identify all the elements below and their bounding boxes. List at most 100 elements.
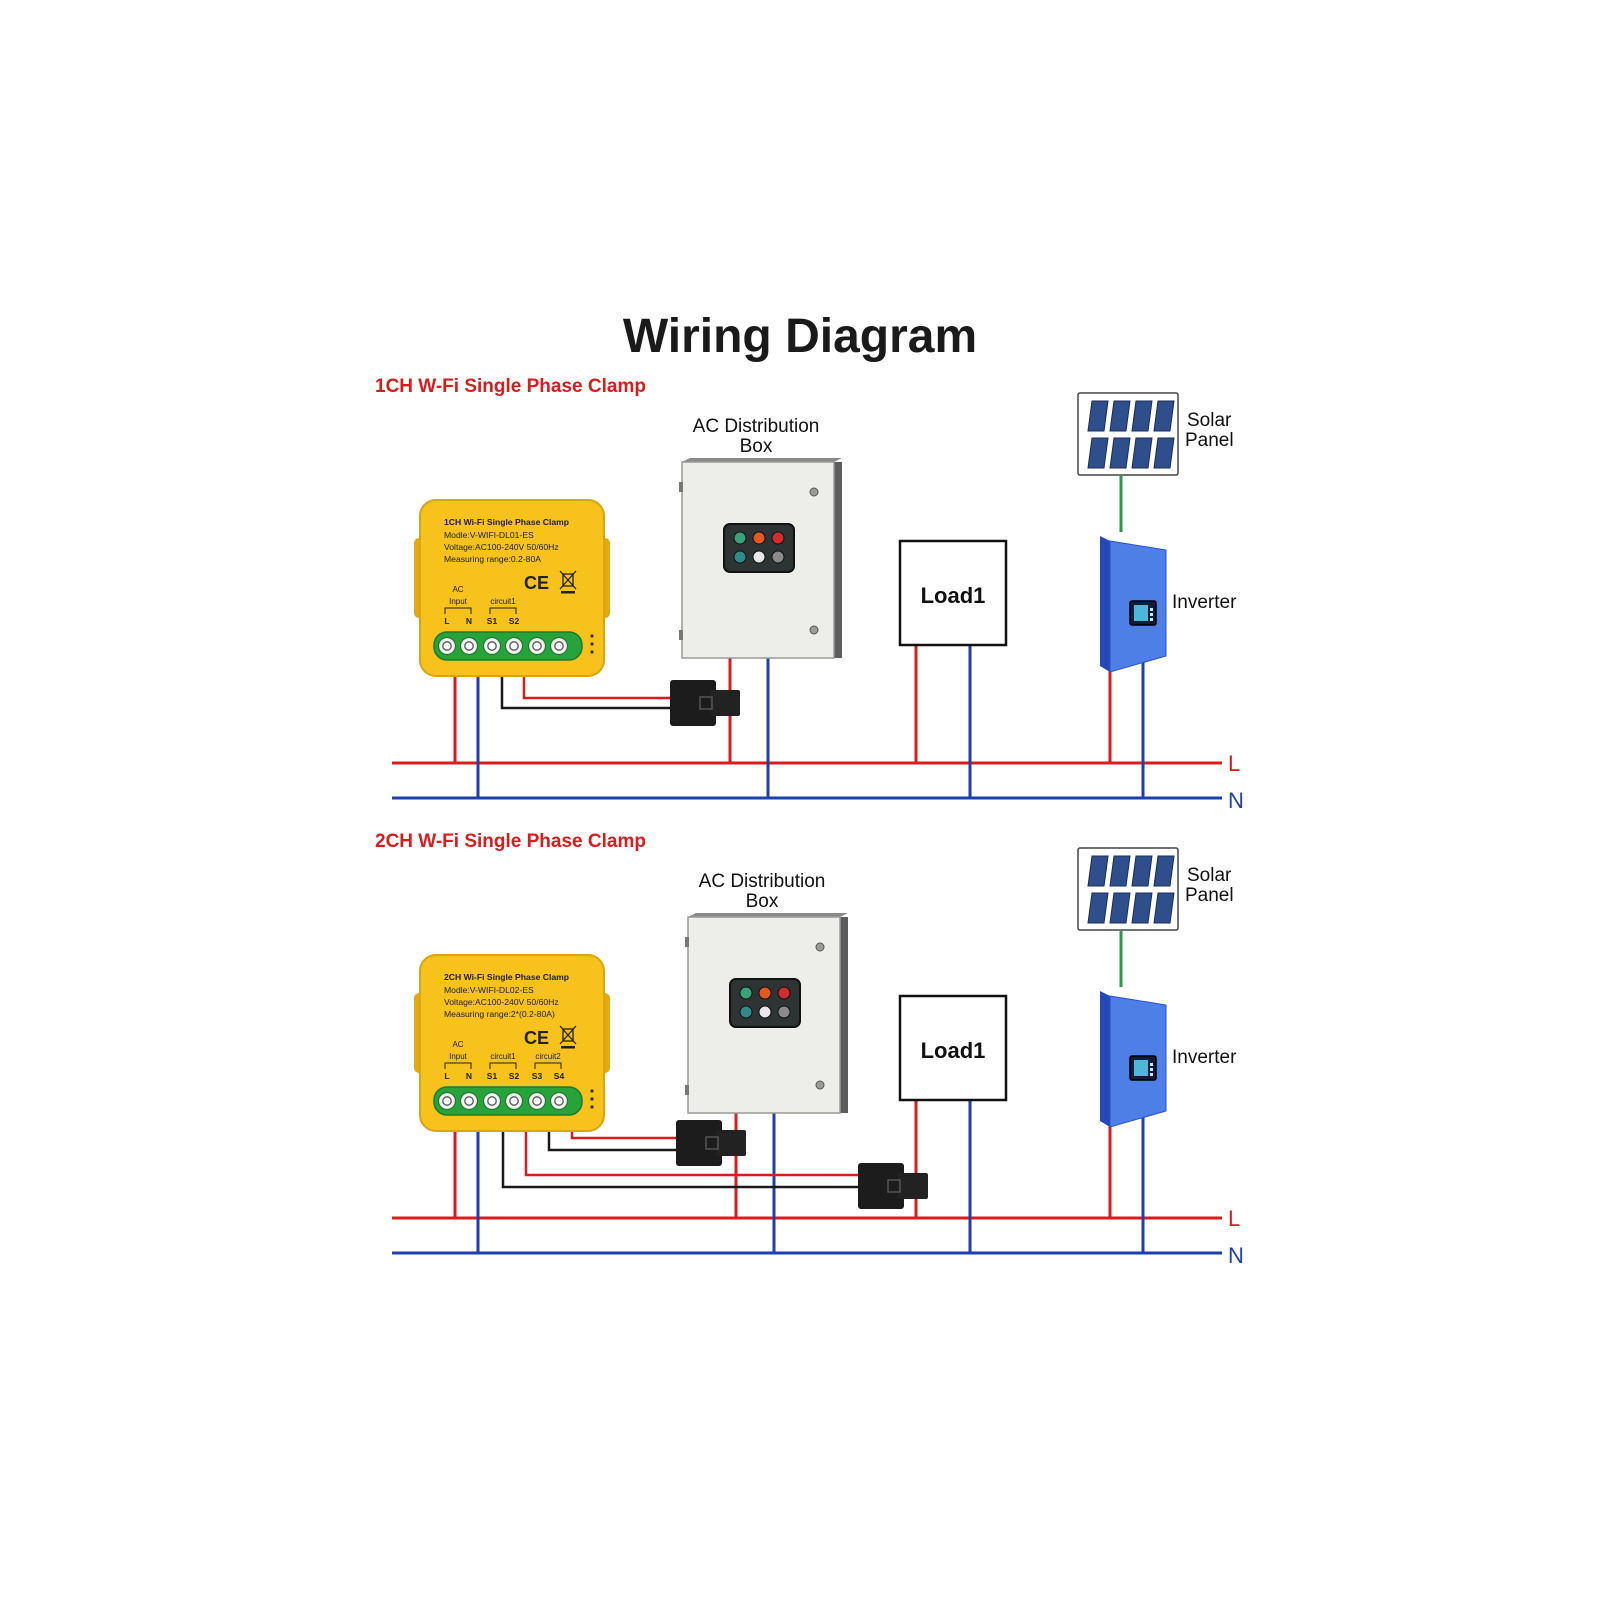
weee-bin-icon (559, 1025, 577, 1049)
device-name: 2CH Wi-Fi Single Phase Clamp (444, 972, 569, 982)
ac-box-label-line1: AC Distribution (693, 416, 820, 437)
panel-frame (723, 523, 795, 573)
solar-cell (1109, 855, 1131, 887)
inverter-button (1150, 618, 1153, 621)
solar-label-line2: Panel (1185, 885, 1234, 906)
current-clamp-1 (676, 1120, 746, 1166)
device-voltage: Voltage:AC100-240V 50/60Hz (444, 542, 559, 552)
solar-cell (1153, 855, 1175, 887)
screw-slot (532, 1096, 542, 1106)
terminal-label-S4: S4 (554, 1071, 565, 1081)
bin-body (562, 573, 574, 587)
terminal-screw-5 (527, 636, 547, 656)
solar-panel-icon (1077, 847, 1179, 931)
terminal-screw-1 (437, 636, 457, 656)
inverter-side (1100, 991, 1110, 1127)
device-range: Measuring range:0.2-80A (444, 554, 541, 564)
terminal-label-S3: S3 (532, 1071, 543, 1081)
solar-cell (1087, 892, 1109, 924)
terminal-screw-6 (549, 636, 569, 656)
clamp2-red-lead (524, 1115, 860, 1177)
indicator-dot (590, 650, 594, 654)
panel-indicator-3 (771, 531, 785, 545)
terminal-screw-1 (437, 1091, 457, 1111)
bin-cross-b (559, 1025, 577, 1045)
indicator-dot (590, 1105, 594, 1109)
inverter-button (1150, 1063, 1153, 1066)
terminal-label-L: L (444, 1071, 449, 1081)
clamp-jaw (710, 690, 740, 716)
terminal-label-S2: S2 (509, 616, 520, 626)
inverter-display-screen (1134, 605, 1148, 621)
inverter-button (1150, 1068, 1153, 1071)
load-label: Load1 (921, 1038, 986, 1063)
terminal-screw-5 (527, 1091, 547, 1111)
terminal-group-bracket (534, 1062, 562, 1069)
inverter-button (1150, 608, 1153, 611)
solar-label-line1: Solar (1187, 410, 1232, 431)
terminal-screw-2 (459, 1091, 479, 1111)
screw-slot (442, 641, 452, 651)
screw-slot (442, 1096, 452, 1106)
bin-bar (561, 1046, 575, 1049)
inverter-label: Inverter (1172, 592, 1237, 613)
box-side (840, 917, 848, 1113)
clamp-latch (705, 1136, 719, 1150)
indicator-dot (590, 642, 594, 646)
terminal-group-label: AC (452, 585, 463, 594)
panel-indicator-6 (777, 1005, 791, 1019)
screw-slot (554, 1096, 564, 1106)
clamp-meter-device: 2CH Wi-Fi Single Phase ClampModle:V-WIFI… (414, 954, 610, 1132)
current-clamp-1 (670, 680, 740, 726)
panel-indicator-3 (777, 986, 791, 1000)
panel-indicator-1 (739, 986, 753, 1000)
clamp-meter-device: 1CH Wi-Fi Single Phase ClampModle:V-WIFI… (414, 499, 610, 677)
terminal-screw-6 (549, 1091, 569, 1111)
clamp-jaw (898, 1173, 928, 1199)
load-box (898, 994, 1008, 1102)
box-screw (815, 1080, 825, 1090)
box-screw (809, 625, 819, 635)
terminal-screw-4 (504, 1091, 524, 1111)
solar-cell (1131, 437, 1153, 469)
ac-box-label-line1: AC Distribution (699, 871, 826, 892)
panel-indicator-4 (733, 550, 747, 564)
panel-indicator-1 (733, 531, 747, 545)
ac-distribution-box (679, 458, 842, 659)
box-door (687, 916, 841, 1114)
inverter-button (1150, 613, 1153, 616)
ac-distribution-box (685, 913, 848, 1114)
device-range: Measuring range:2*(0.2-80A) (444, 1009, 555, 1019)
panel-indicator-2 (752, 531, 766, 545)
current-clamp-2 (858, 1163, 928, 1209)
inverter-display-screen (1134, 1060, 1148, 1076)
load-box (898, 539, 1008, 647)
solar-cell (1087, 437, 1109, 469)
terminal-group-label: circuit1 (490, 1052, 516, 1061)
live-label: L (1228, 1206, 1240, 1231)
solar-cell (1153, 892, 1175, 924)
screw-slot (509, 641, 519, 651)
terminal-screw-3 (482, 636, 502, 656)
terminal-group-label: Input (449, 597, 468, 606)
terminal-group-bracket (444, 1062, 472, 1069)
screw-slot (487, 1096, 497, 1106)
solar-cell (1109, 892, 1131, 924)
terminal-label-S2: S2 (509, 1071, 520, 1081)
clamp-body (858, 1163, 904, 1209)
solar-cell (1153, 400, 1175, 432)
box-indicator-panel (729, 978, 801, 1028)
solar-cell (1131, 892, 1153, 924)
clamp2-black-lead (501, 1115, 860, 1189)
weee-bin-icon (559, 570, 577, 594)
panel-indicator-5 (758, 1005, 772, 1019)
box-indicator-panel (723, 523, 795, 573)
terminal-label-S1: S1 (487, 616, 498, 626)
ac-box-label-line2: Box (740, 436, 773, 457)
solar-cell (1153, 437, 1175, 469)
device-voltage: Voltage:AC100-240V 50/60Hz (444, 997, 559, 1007)
terminal-label-N: N (466, 616, 472, 626)
